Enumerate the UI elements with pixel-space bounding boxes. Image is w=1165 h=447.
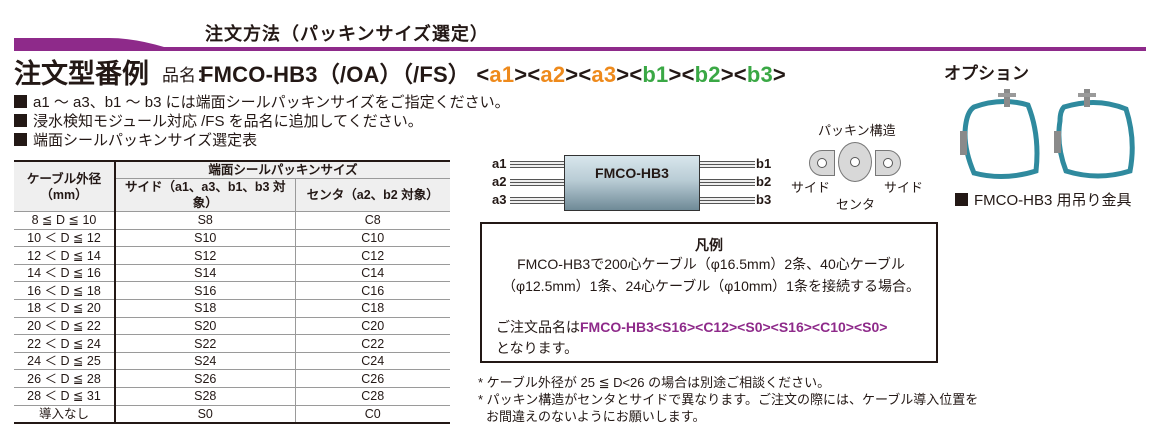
model-code: FMCO-HB3（/OA）（/FS） <a1><a2><a3><b1><b2><… bbox=[200, 62, 786, 88]
footnotes: * ケーブル外径が 25 ≦ D<26 の場合は別途ご相談ください。 * パッキ… bbox=[478, 374, 978, 425]
model-prefix: FMCO-HB3（/OA）（/FS） bbox=[200, 62, 471, 87]
cable-a2 bbox=[510, 179, 566, 186]
slot-b3: <b3> bbox=[733, 62, 786, 87]
slot-b2: <b2> bbox=[681, 62, 734, 87]
hanger-bracket-icon bbox=[1054, 89, 1135, 179]
example-line-1: FMCO-HB3で200心ケーブル（φ16.5mm）2条、40心ケーブル bbox=[517, 256, 905, 272]
cable-a1 bbox=[510, 161, 566, 168]
example-result: ご注文品名はFMCO-HB3<S16><C12><S0><S16><C10><S… bbox=[496, 319, 888, 335]
square-bullet-icon bbox=[14, 114, 27, 127]
note-item: a1 ～ a3、b1 ～ b3 には端面シールパッキンサイズをご指定ください。 bbox=[14, 93, 510, 112]
footnote: お間違えのないようにお願いします。 bbox=[486, 409, 706, 424]
example-model-code: FMCO-HB3<S16><C12><S0><S16><C10><S0> bbox=[580, 319, 888, 335]
cable-b3 bbox=[699, 197, 755, 204]
slot-b1: <b1> bbox=[629, 62, 682, 87]
slot-a2: <a2> bbox=[527, 62, 579, 87]
hanger-bracket-icon bbox=[960, 89, 1040, 179]
center-label: センタ bbox=[836, 197, 876, 212]
header-side: サイド（a1、a3、b1、b3 対象） bbox=[115, 178, 296, 213]
side-left-label: サイド bbox=[791, 180, 831, 195]
packing-structure-title: パッキン構造 bbox=[818, 123, 896, 138]
center-packing-icon bbox=[838, 142, 872, 182]
slot-a1: <a1> bbox=[476, 62, 528, 87]
header-center: センタ（a2、b2 対象） bbox=[295, 178, 450, 213]
right-port-labels: b1 b2 b3 bbox=[756, 156, 772, 207]
order-example-title: 注文型番例 bbox=[14, 59, 149, 89]
cable-a3 bbox=[510, 197, 566, 204]
cable-b2 bbox=[699, 179, 755, 186]
fmco-module-diagram: FMCO-HB3 bbox=[564, 155, 700, 211]
side-right-label: サイド bbox=[884, 180, 924, 195]
cable-b1 bbox=[699, 161, 755, 168]
left-port-labels: a1 a2 a3 bbox=[492, 156, 507, 207]
option-caption: FMCO-HB3 用吊り金具 bbox=[955, 189, 1132, 210]
example-line-2: （φ12.5mm）1条、24心ケーブル（φ10mm）1条を接続する場合。 bbox=[502, 278, 920, 294]
model-label: 品名： bbox=[162, 66, 213, 85]
side-packing-left-icon bbox=[809, 150, 835, 176]
header-bar bbox=[14, 38, 1146, 51]
note-item: 浸水検知モジュール対応 /FS を品名に追加してください。 bbox=[14, 112, 510, 131]
header-packing-size: 端面シールパッキンサイズ bbox=[115, 160, 450, 180]
packing-size-table: ケーブル外径（mm） 端面シールパッキンサイズ サイド（a1、a3、b1、b3 … bbox=[14, 160, 450, 424]
section-title: 注文方法（パッキンサイズ選定） bbox=[205, 24, 489, 44]
square-bullet-icon bbox=[14, 95, 27, 108]
example-title: 凡例 bbox=[695, 237, 723, 253]
footnote: * パッキン構造がセンタとサイドで異なります。ご注文の際には、ケーブル導入位置を bbox=[478, 392, 979, 407]
example-result-suffix: となります。 bbox=[496, 340, 579, 356]
side-packing-right-icon bbox=[875, 150, 901, 176]
slot-a3: <a3> bbox=[578, 62, 630, 87]
square-bullet-icon bbox=[955, 193, 968, 206]
square-bullet-icon bbox=[14, 133, 27, 146]
footnote: * ケーブル外径が 25 ≦ D<26 の場合は別途ご相談ください。 bbox=[478, 375, 831, 390]
example-box: 凡例 FMCO-HB3で200心ケーブル（φ16.5mm）2条、40心ケーブル … bbox=[480, 222, 938, 363]
notes-list: a1 ～ a3、b1 ～ b3 には端面シールパッキンサイズをご指定ください。 … bbox=[14, 93, 510, 150]
option-title: オプション bbox=[944, 64, 1029, 83]
header-cable-diameter: ケーブル外径（mm） bbox=[14, 160, 116, 213]
note-item: 端面シールパッキンサイズ選定表 bbox=[14, 131, 510, 150]
